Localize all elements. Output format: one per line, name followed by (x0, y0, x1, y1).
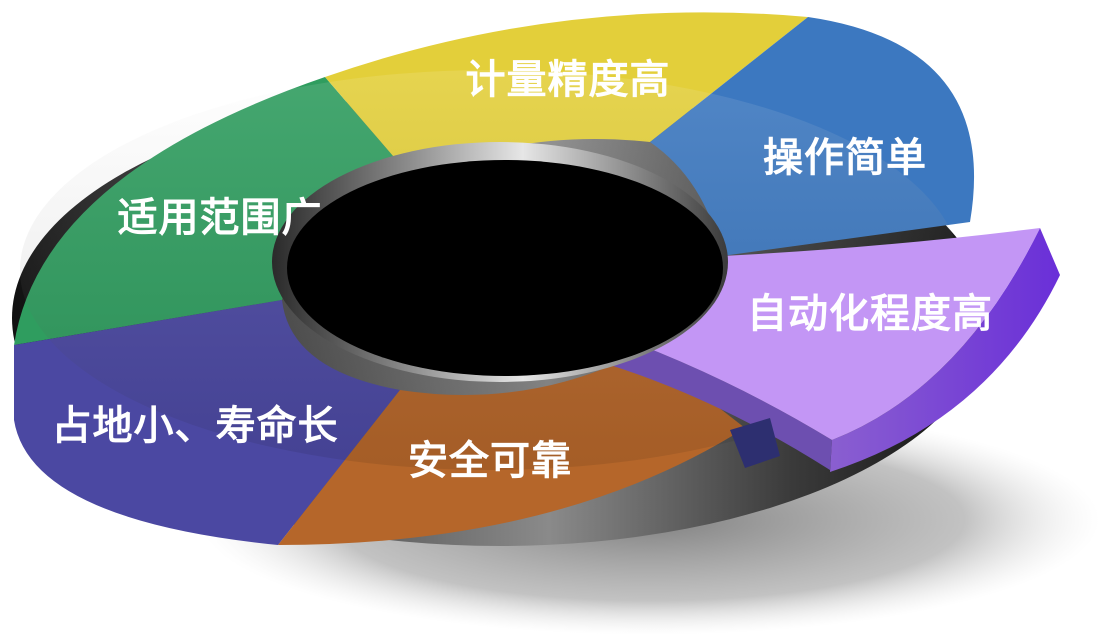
label-safe: 安全可靠 (408, 438, 572, 484)
label-accuracy: 计量精度高 (466, 57, 671, 103)
automation-notch (730, 418, 780, 468)
automation-end-face (830, 228, 1060, 472)
label-automation: 自动化程度高 (747, 291, 993, 337)
hole-opening (287, 160, 723, 376)
label-versatile: 适用范围广 (118, 195, 323, 241)
label-easy: 操作简单 (763, 135, 927, 181)
label-compact: 占地小、寿命长 (52, 403, 339, 449)
